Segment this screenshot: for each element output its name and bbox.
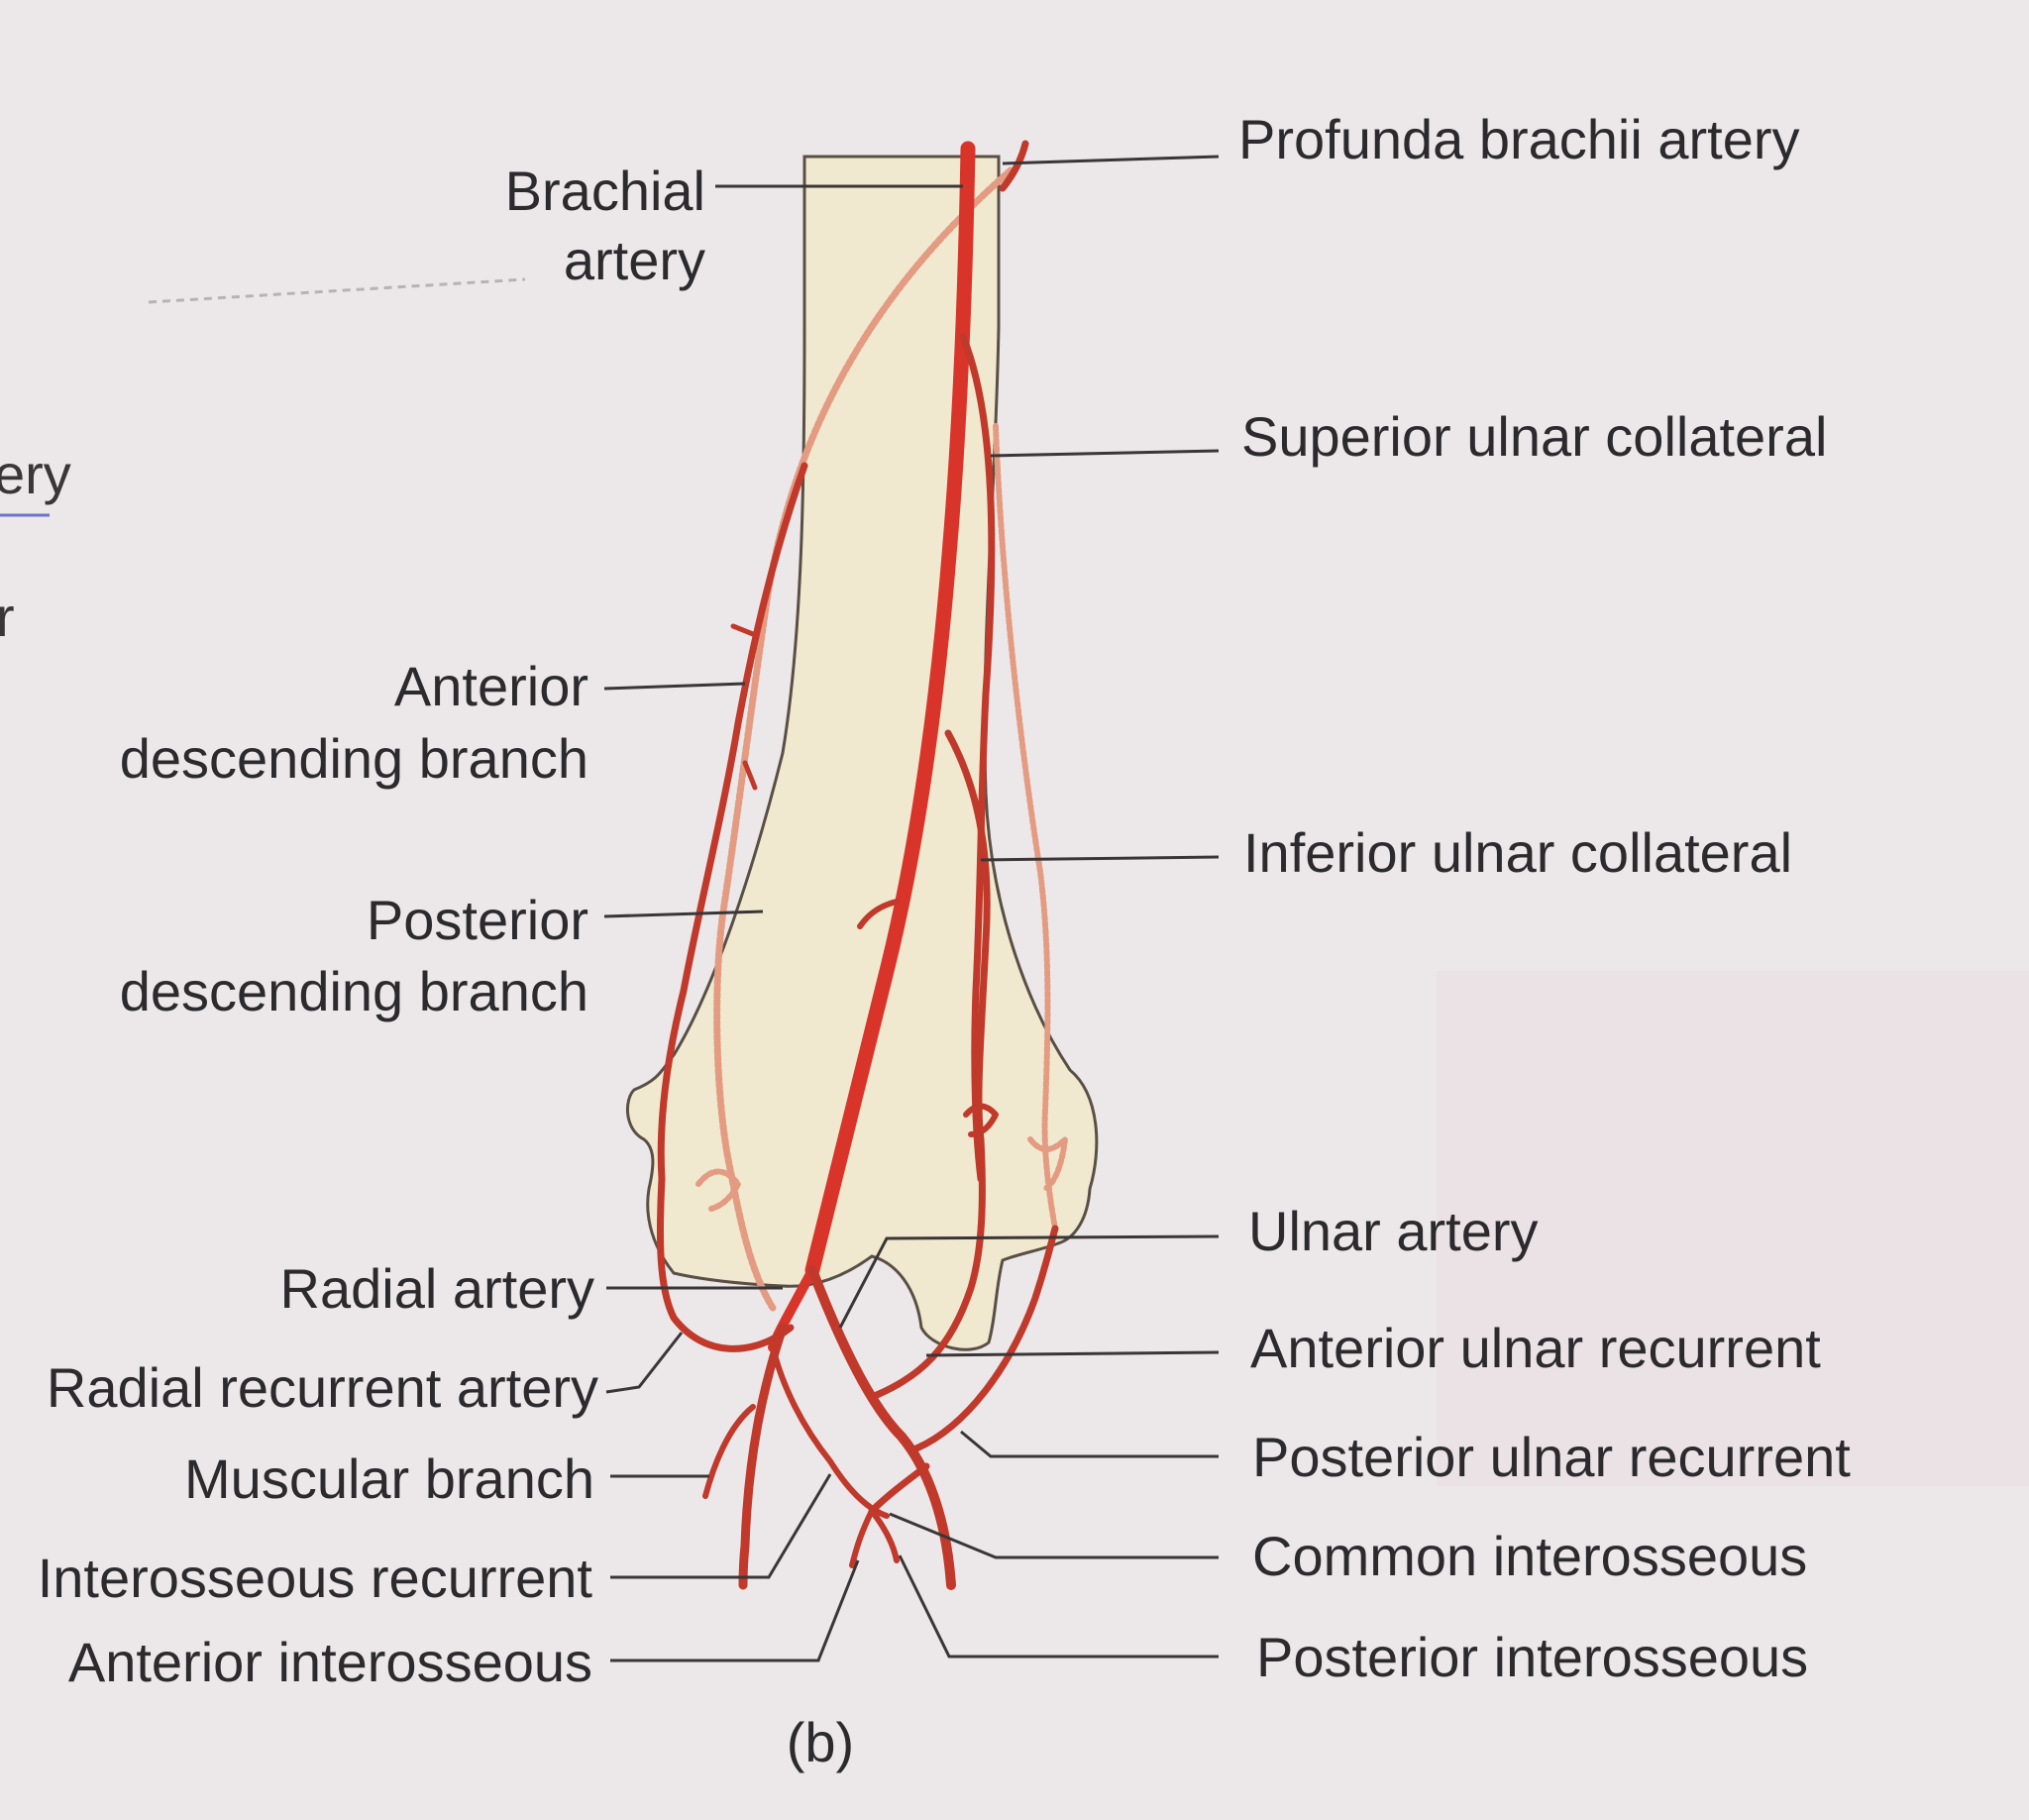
- leader-posterior-ulnar-recurrent: [960, 1430, 1219, 1458]
- radial-recurrent-artery: [656, 1175, 795, 1352]
- leader-ulnar-artery: [838, 1234, 1220, 1329]
- label-profunda-brachii-artery: Profunda brachii artery: [1238, 108, 1800, 170]
- anterior-descending-twig-1: [730, 623, 756, 637]
- leader-posterior-interosseous: [898, 1554, 1219, 1659]
- label-superior-ulnar-collateral: Superior ulnar collateral: [1241, 405, 1827, 468]
- inferior-ulnar-collateral-loop: [963, 1103, 999, 1137]
- label-posterior-ulnar-recurrent: Posterior ulnar recurrent: [1252, 1426, 1851, 1488]
- anterior-ulnar-recurrent-artery: [868, 1135, 986, 1401]
- posterior-ulnar-recurrent-artery: [912, 1225, 1059, 1452]
- anterior-descending-branch: [657, 462, 808, 1183]
- leader-anterior-ulnar-recurrent: [925, 1350, 1220, 1357]
- leader-posterior-desc: [603, 910, 764, 918]
- muscular-branch: [702, 1404, 756, 1499]
- leader-radial-recurrent: [605, 1332, 684, 1394]
- label-interosseous-recurrent: Interosseous recurrent: [38, 1547, 593, 1609]
- label-posterior-descending-line2: descending branch: [120, 960, 588, 1022]
- edge-fragment-top: ery: [0, 443, 71, 505]
- label-radial-artery: Radial artery: [280, 1257, 594, 1320]
- label-posterior-descending-line1: Posterior: [367, 889, 588, 951]
- radial-artery: [738, 1323, 788, 1590]
- label-radial-recurrent-artery: Radial recurrent artery: [47, 1356, 598, 1419]
- leader-common-interosseous: [889, 1512, 1219, 1559]
- label-posterior-interosseous: Posterior interosseous: [1256, 1626, 1808, 1688]
- ulnar-artery: [807, 1265, 956, 1590]
- label-anterior-interosseous: Anterior interosseous: [68, 1631, 592, 1693]
- brachial-muscular-twig: [857, 899, 900, 929]
- interosseous-recurrent-artery: [770, 1344, 890, 1519]
- posterior-collateral-right: [993, 423, 1058, 1231]
- inferior-ulnar-collateral-artery: [944, 729, 991, 1143]
- page-shade-right: [1437, 971, 2029, 1486]
- posterior-interosseous-recurrent-loop: [695, 1168, 741, 1212]
- posterior-descending-branch: [713, 166, 1014, 1312]
- common-interosseous-artery: [868, 1462, 930, 1515]
- label-brachial-line1: Brachial: [505, 160, 705, 222]
- brachial-artery-trunk: [804, 141, 976, 1278]
- edge-fragment-bottom: r: [0, 586, 15, 648]
- leader-superior-ulnar: [990, 449, 1220, 458]
- label-anterior-ulnar-recurrent: Anterior ulnar recurrent: [1250, 1317, 1821, 1379]
- profunda-brachii-artery: [999, 140, 1029, 192]
- leader-anterior-interosseous: [610, 1559, 860, 1662]
- leader-anterior-desc: [603, 682, 746, 691]
- label-anterior-descending-line1: Anterior: [394, 655, 588, 717]
- superior-ulnar-collateral-artery: [959, 333, 996, 1183]
- figure-caption: (b): [787, 1711, 854, 1773]
- label-muscular-branch: Muscular branch: [184, 1447, 594, 1510]
- label-ulnar-artery: Ulnar artery: [1248, 1200, 1539, 1262]
- posterior-ulnar-recurrent-loop: [1027, 1136, 1068, 1192]
- anterior-descending-twig-2: [742, 760, 758, 791]
- leader-inferior-ulnar: [980, 855, 1220, 862]
- posterior-interosseous-artery: [869, 1508, 900, 1563]
- faint-dashed-line: [148, 277, 526, 304]
- leader-interosseous-recurrent: [610, 1473, 832, 1579]
- label-common-interosseous: Common interosseous: [1252, 1525, 1807, 1587]
- label-brachial-line2: artery: [564, 229, 705, 291]
- leader-profunda: [1002, 155, 1220, 165]
- label-anterior-descending-line2: descending branch: [120, 727, 588, 790]
- anterior-interosseous-artery: [849, 1508, 875, 1568]
- label-inferior-ulnar-collateral: Inferior ulnar collateral: [1243, 821, 1792, 884]
